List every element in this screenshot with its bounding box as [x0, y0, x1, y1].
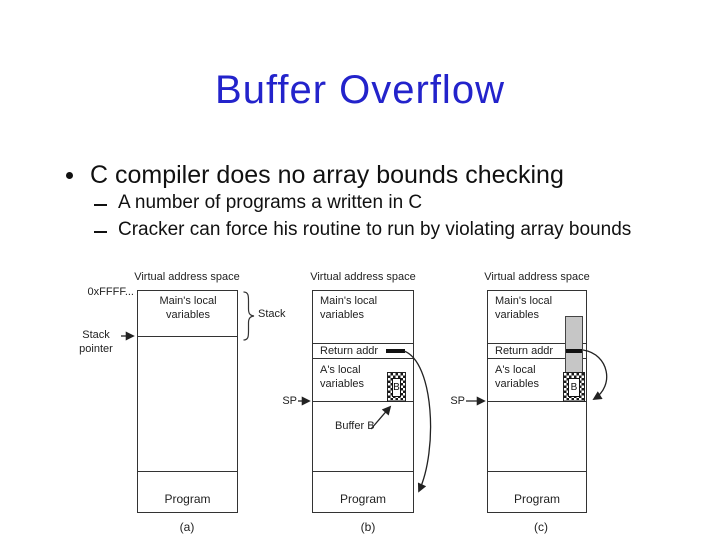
- panel-a-caption: (a): [179, 520, 195, 534]
- panel-b-sp-label: SP: [282, 395, 297, 407]
- panel-c-caption: (c): [534, 520, 548, 534]
- panel-a-program-line: [138, 471, 237, 472]
- sub-bullet-dash: [94, 231, 107, 233]
- panel-b-program-line: [313, 471, 413, 472]
- sub-bullet-dash: [94, 204, 107, 206]
- stack-brace: [243, 291, 255, 341]
- sub-bullet-1-text: A number of programs a written in C: [118, 192, 423, 213]
- panel-c-program-label: Program: [513, 492, 560, 506]
- panel-c-return-addr-label: Return addr: [495, 345, 554, 357]
- stack-pointer-label: Stack pointer: [79, 329, 113, 355]
- bullet-main-text: C compiler does no array bounds checking: [90, 161, 564, 189]
- stack-brace-label: Stack: [258, 308, 286, 320]
- panel-c-buffer-b-box: B: [563, 372, 585, 402]
- panel-b-header: Virtual address space: [310, 271, 416, 283]
- address-top-label: 0xFFFF...: [87, 286, 134, 298]
- panel-b-mains-vars-label: Main's local variables: [320, 295, 378, 321]
- panel-b-buffer-b-letter: B: [392, 378, 401, 397]
- panel-b-a-vars-label: A's local variables: [320, 364, 365, 390]
- panel-c-return-top-line: [488, 343, 586, 344]
- panel-c-mains-vars-label: Main's local variables: [495, 295, 553, 321]
- panel-b-buffer-b-box: B: [387, 372, 406, 402]
- panel-b-buffer-b-label: Buffer B: [335, 420, 375, 432]
- panel-c-return-bottom-line: [488, 358, 586, 359]
- panel-a-program-label: Program: [164, 492, 211, 506]
- panel-b-return-addr-label: Return addr: [320, 345, 379, 357]
- slide-title: Buffer Overflow: [215, 68, 505, 112]
- panel-b-caption: (b): [360, 520, 376, 534]
- panel-c-program-line: [488, 471, 586, 472]
- panel-c-sp-label: SP: [450, 395, 465, 407]
- panel-a-header: Virtual address space: [134, 271, 240, 283]
- panel-c-a-vars-label: A's local variables: [495, 364, 540, 390]
- sub-bullet-2-text: Cracker can force his routine to run by …: [118, 219, 632, 240]
- panel-b-program-label: Program: [339, 492, 386, 506]
- bullet-dot: [66, 172, 73, 179]
- panel-c-header: Virtual address space: [484, 271, 590, 283]
- panel-b-return-top-line: [313, 343, 413, 344]
- panel-c-sp-line: [488, 401, 586, 402]
- panel-a-mains-vars-label: Main's local variables: [159, 295, 217, 321]
- panel-a-stack-line: [138, 336, 237, 337]
- panel-b-return-bottom-line: [313, 358, 413, 359]
- panel-c-buffer-b-letter: B: [568, 378, 580, 397]
- panel-b-sp-line: [313, 401, 413, 402]
- panel-c-overwritten-region: [565, 316, 583, 374]
- panel-a-box: [137, 290, 238, 513]
